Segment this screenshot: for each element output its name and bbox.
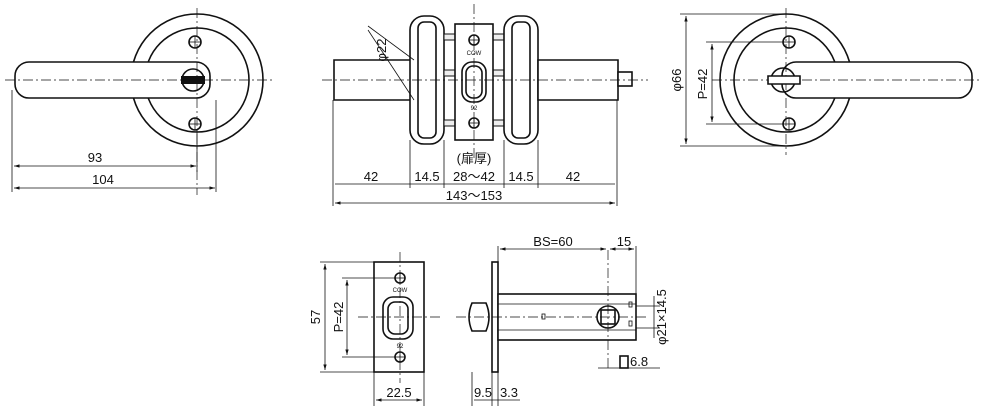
screw-icon xyxy=(782,35,796,49)
dim-3-3-label: 3.3 xyxy=(500,385,518,400)
dim-42-left-label: 42 xyxy=(364,169,378,184)
dim-22-5-label: 22.5 xyxy=(386,385,411,400)
latch-cow-label: COW xyxy=(393,288,408,294)
dim-6-8-label: 6.8 xyxy=(630,354,648,369)
dia-66-label: φ66 xyxy=(669,69,684,92)
dim-9-5-label: 9.5 xyxy=(474,385,492,400)
latch-side-view xyxy=(456,246,660,406)
release-slot-icon xyxy=(181,68,205,92)
thumb-turn-icon xyxy=(767,67,801,93)
latch-92-label: 92 xyxy=(397,344,404,350)
latch-pitch-label: P=42 xyxy=(331,302,346,333)
plate-cow-label: COW xyxy=(467,51,482,57)
dim-93-label: 93 xyxy=(88,150,102,165)
screw-icon xyxy=(188,117,202,131)
dim-57-label: 57 xyxy=(308,310,323,324)
door-thickness-label: (扉厚) xyxy=(457,151,492,166)
dim-42-right-label: 42 xyxy=(566,169,580,184)
dim-28-42-label: 28〜42 xyxy=(453,169,495,184)
dim-14-5-left-label: 14.5 xyxy=(414,169,439,184)
latch-front-view xyxy=(320,252,440,406)
dim-15-label: 15 xyxy=(617,234,631,249)
dim-14-5-right-label: 14.5 xyxy=(508,169,533,184)
screw-icon xyxy=(782,117,796,131)
front-view xyxy=(5,8,272,195)
pitch-42-label: P=42 xyxy=(695,69,710,100)
screw-icon xyxy=(188,35,202,49)
back-view xyxy=(680,8,980,155)
side-view xyxy=(322,4,648,206)
dia-21-label: φ21×14.5 xyxy=(654,289,669,345)
plate-92-label: 92 xyxy=(471,106,478,112)
bs-60-label: BS=60 xyxy=(533,234,572,249)
dim-104-label: 104 xyxy=(92,172,114,187)
dim-143-153-label: 143〜153 xyxy=(446,188,502,203)
dia-22-label: φ22 xyxy=(374,39,389,62)
